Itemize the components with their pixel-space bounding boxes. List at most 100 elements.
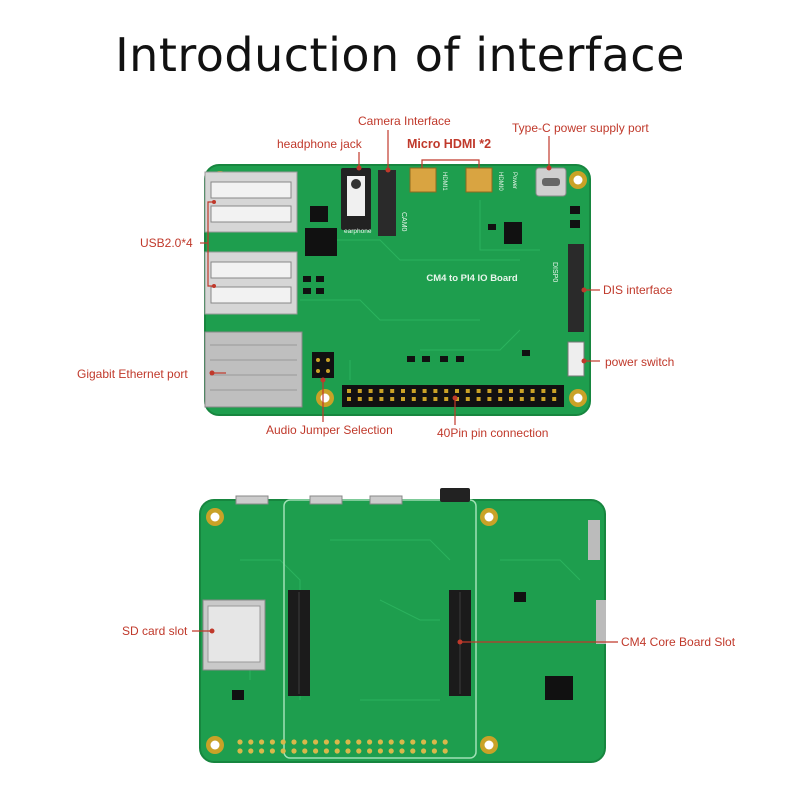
label-micro-hdmi: Micro HDMI *2 <box>407 137 492 151</box>
small-components <box>303 206 580 362</box>
dis-connector <box>568 244 584 332</box>
silk-disp0: DISP0 <box>551 262 558 282</box>
leader-lines-top <box>200 130 600 425</box>
label-ethernet: Gigabit Ethernet port <box>77 367 188 381</box>
header-pad <box>421 748 427 754</box>
label-typec: Type-C power supply port <box>512 121 649 135</box>
label-dis-interface: DIS interface <box>603 283 673 297</box>
camera-connector <box>378 170 396 236</box>
header-pin <box>530 397 535 401</box>
header-pin <box>433 389 438 393</box>
header-pin <box>519 397 524 401</box>
header-pin <box>347 397 351 401</box>
header-pad <box>259 748 265 754</box>
header-pin <box>455 389 459 393</box>
header-pad <box>356 739 362 745</box>
header-pad <box>367 748 373 754</box>
header-pin <box>368 389 373 393</box>
label-headphone-jack: headphone jack <box>277 137 362 151</box>
label-audio-jumper: Audio Jumper Selection <box>266 423 393 437</box>
header-pin <box>552 397 557 401</box>
header-pin <box>401 389 405 393</box>
header-pin <box>498 397 503 401</box>
header-pad <box>302 748 308 754</box>
label-power-switch: power switch <box>605 355 675 369</box>
top-board: CM4 to PI4 IO Board CAM0 DISP0 earphone … <box>200 130 600 425</box>
silk-hdmi0: HDMI0 <box>497 172 503 191</box>
header-pad <box>356 748 362 754</box>
header-pad <box>302 739 308 745</box>
chip-bottom <box>545 676 573 700</box>
header-pad <box>291 739 297 745</box>
header-pad <box>237 739 243 745</box>
header-pin <box>411 389 416 393</box>
header-pin <box>509 389 513 393</box>
header-pin <box>487 389 492 393</box>
gpio-pins-bottom <box>237 739 448 754</box>
label-cm4-slot: CM4 Core Board Slot <box>621 635 736 649</box>
header-pin <box>368 397 373 401</box>
header-pad <box>399 739 405 745</box>
header-pin <box>476 389 481 393</box>
header-pin <box>552 389 557 393</box>
header-pad <box>248 739 254 745</box>
header-pad <box>334 739 340 745</box>
header-pad <box>259 739 265 745</box>
header-pin <box>411 397 416 401</box>
leader-lines-bottom <box>192 630 618 643</box>
header-pad <box>399 748 405 754</box>
sd-card-slot <box>202 599 266 671</box>
header-pin <box>422 389 427 393</box>
header-pin <box>444 397 449 401</box>
silk-hdmi1: HDMI1 <box>441 172 447 191</box>
regulator-chip <box>504 222 522 244</box>
header-pin <box>390 389 395 393</box>
header-pin <box>530 389 535 393</box>
page-title: Introduction of interface <box>115 28 685 82</box>
header-pad <box>410 739 416 745</box>
header-pin <box>476 397 481 401</box>
header-pin <box>541 397 546 401</box>
bottom-board <box>192 488 618 763</box>
usb-ports <box>204 171 298 315</box>
header-pad <box>345 739 351 745</box>
header-pin <box>433 397 438 401</box>
header-pad <box>410 748 416 754</box>
header-pin <box>379 397 384 401</box>
header-pin <box>498 389 503 393</box>
header-pad <box>313 748 319 754</box>
headphone-jack <box>341 168 371 230</box>
header-pin <box>487 397 492 401</box>
header-pad <box>269 739 275 745</box>
header-pin <box>347 389 351 393</box>
header-pad <box>280 748 286 754</box>
header-pad <box>248 748 254 754</box>
header-pad <box>280 739 286 745</box>
usb-hub-chip <box>305 228 337 256</box>
label-camera-interface: Camera Interface <box>358 114 451 128</box>
silk-cam0: CAM0 <box>400 212 407 232</box>
header-pad <box>323 748 329 754</box>
power-switch <box>567 341 585 377</box>
label-40pin: 40Pin pin connection <box>437 426 549 440</box>
header-pad <box>345 748 351 754</box>
header-pad <box>291 748 297 754</box>
header-pad <box>442 739 448 745</box>
header-pad <box>431 739 437 745</box>
header-pin <box>509 397 513 401</box>
ethernet-port <box>204 331 303 408</box>
header-pin <box>465 397 470 401</box>
header-pad <box>388 739 394 745</box>
header-pin <box>401 397 405 401</box>
header-pad <box>237 748 243 754</box>
header-pin <box>379 389 384 393</box>
header-pad <box>442 748 448 754</box>
header-pad <box>388 748 394 754</box>
header-pad <box>377 748 383 754</box>
header-pad <box>377 739 383 745</box>
header-pad <box>269 748 275 754</box>
header-pin <box>519 389 524 393</box>
mount-holes-bottom <box>206 508 498 754</box>
header-pin <box>422 397 427 401</box>
